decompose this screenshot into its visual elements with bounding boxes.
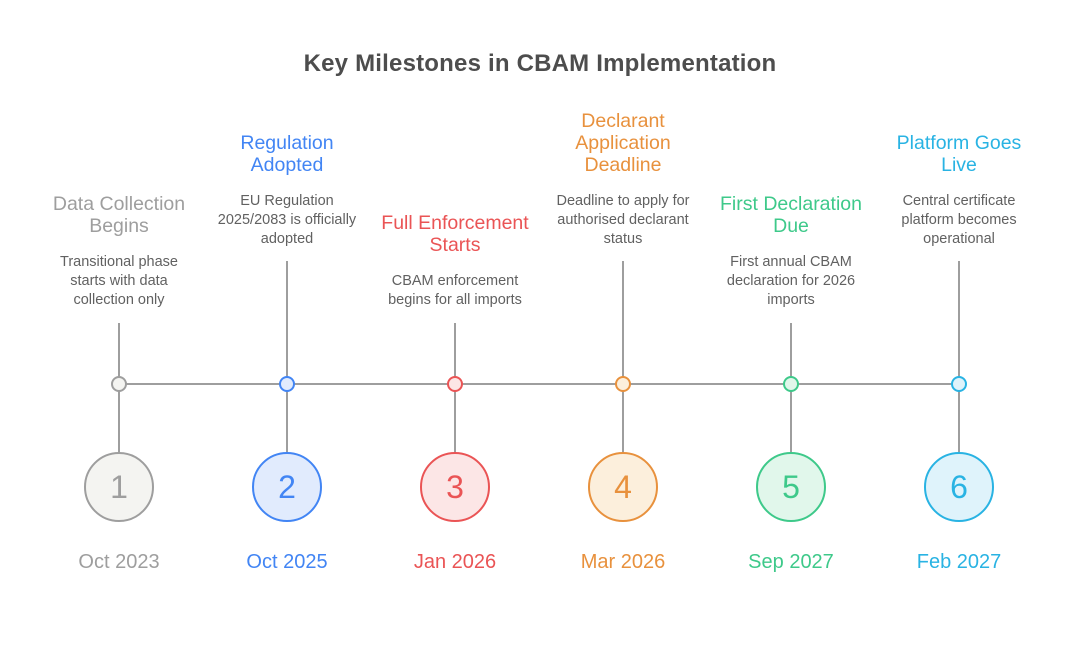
milestone-connector-line bbox=[622, 261, 624, 453]
milestone-connector-line bbox=[958, 261, 960, 453]
milestone-description: CBAM enforcement begins for all imports bbox=[388, 273, 522, 308]
milestone-number: 6 bbox=[950, 468, 968, 505]
milestone-date: Jan 2026 bbox=[413, 551, 497, 573]
milestone-description: EU Regulation 2025/2083 is officially ad… bbox=[217, 193, 357, 247]
milestone-text-block: Full Enforcement Starts CBAM enforcement… bbox=[380, 212, 530, 310]
milestone-column-3: Full Enforcement Starts CBAM enforcement… bbox=[365, 0, 545, 649]
milestone-number: 2 bbox=[278, 468, 296, 505]
milestone-axis-dot bbox=[615, 376, 631, 392]
milestone-number: 3 bbox=[446, 468, 464, 505]
page-title: Key Milestones in CBAM Implementation bbox=[303, 50, 777, 77]
milestone-column-2: Regulation Adopted EU Regulation 2025/20… bbox=[197, 0, 377, 649]
milestone-label: Declarant Application Deadline bbox=[575, 110, 671, 176]
milestone-number: 5 bbox=[782, 468, 800, 505]
milestone-date: Feb 2027 bbox=[916, 551, 1002, 573]
milestone-number: 1 bbox=[110, 468, 128, 505]
milestone-axis-dot bbox=[111, 376, 127, 392]
milestone-text-block: First Declaration Due First annual CBAM … bbox=[716, 193, 866, 310]
milestone-number-circle: 2 bbox=[252, 452, 322, 522]
milestone-label: Data Collection Begins bbox=[52, 193, 186, 237]
milestone-number: 4 bbox=[614, 468, 632, 505]
milestone-connector-line bbox=[286, 261, 288, 453]
milestone-label: Regulation Adopted bbox=[240, 132, 334, 176]
milestone-axis-dot bbox=[951, 376, 967, 392]
milestone-text-block: Declarant Application Deadline Deadline … bbox=[548, 110, 698, 249]
milestone-text-block: Platform Goes Live Central certificate p… bbox=[884, 132, 1034, 249]
milestone-text-block: Regulation Adopted EU Regulation 2025/20… bbox=[212, 132, 362, 249]
milestone-axis-dot bbox=[447, 376, 463, 392]
milestone-description: First annual CBAM declaration for 2026 i… bbox=[726, 254, 856, 308]
milestone-label: Platform Goes Live bbox=[896, 132, 1022, 176]
timeline-axis bbox=[119, 383, 959, 385]
milestone-number-circle: 3 bbox=[420, 452, 490, 522]
milestone-number-circle: 6 bbox=[924, 452, 994, 522]
milestone-date: Oct 2025 bbox=[246, 551, 328, 573]
milestone-column-6: Platform Goes Live Central certificate p… bbox=[869, 0, 1049, 649]
milestone-label: Full Enforcement Starts bbox=[381, 212, 529, 256]
milestone-date: Mar 2026 bbox=[580, 551, 666, 573]
milestone-axis-dot bbox=[279, 376, 295, 392]
milestone-text-block: Data Collection Begins Transitional phas… bbox=[44, 193, 194, 310]
milestone-number-circle: 4 bbox=[588, 452, 658, 522]
milestone-description: Transitional phase starts with data coll… bbox=[60, 254, 178, 308]
milestone-description: Deadline to apply for authorised declara… bbox=[556, 193, 690, 247]
milestone-label: First Declaration Due bbox=[720, 193, 862, 237]
milestone-date: Oct 2023 bbox=[78, 551, 160, 573]
milestone-date: Sep 2027 bbox=[748, 551, 834, 573]
milestone-description: Central certificate platform becomes ope… bbox=[901, 193, 1017, 247]
milestone-column-4: Declarant Application Deadline Deadline … bbox=[533, 0, 713, 649]
milestone-axis-dot bbox=[783, 376, 799, 392]
milestone-column-1: Data Collection Begins Transitional phas… bbox=[29, 0, 209, 649]
milestone-column-5: First Declaration Due First annual CBAM … bbox=[701, 0, 881, 649]
milestone-number-circle: 1 bbox=[84, 452, 154, 522]
milestone-number-circle: 5 bbox=[756, 452, 826, 522]
